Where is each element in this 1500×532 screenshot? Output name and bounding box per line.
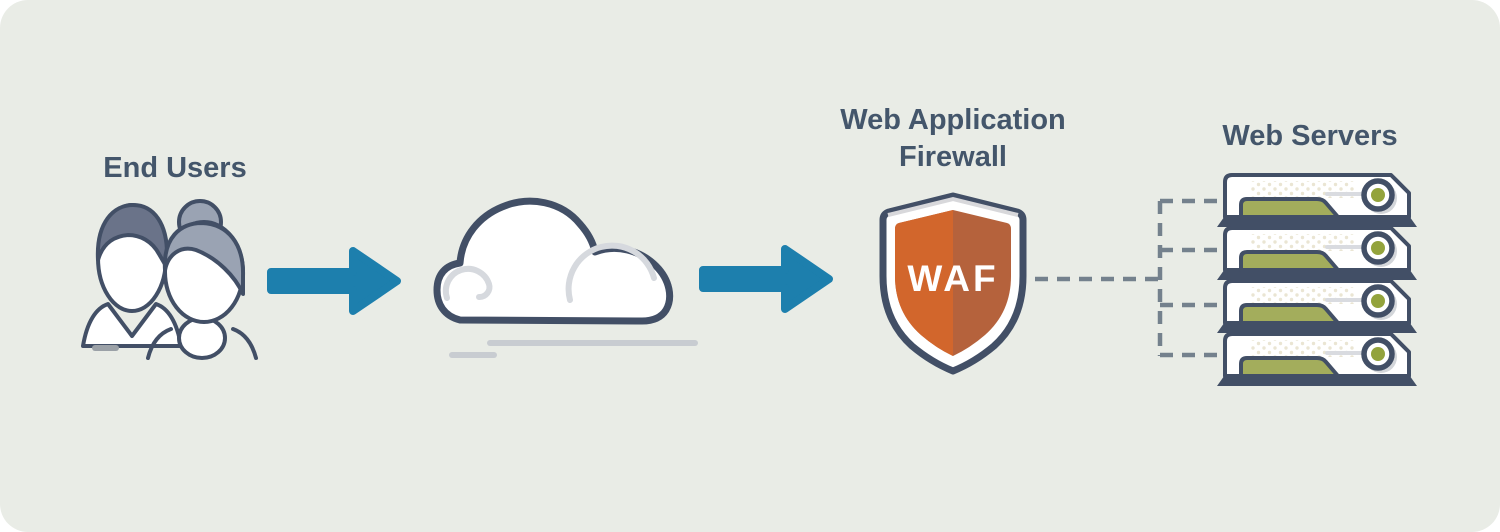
- underline-dash: [92, 345, 119, 351]
- shield-icon: WAF: [879, 192, 1027, 375]
- dashed-lines: [1035, 198, 1220, 358]
- woman-right-shoulder: [231, 327, 258, 360]
- shield-facet-left: [895, 210, 953, 356]
- arrow-shape: [267, 247, 401, 315]
- server-unit: [1217, 175, 1417, 227]
- woman-hair: [162, 221, 246, 296]
- arrow-right-icon: [699, 245, 833, 313]
- waf-title-line2: Firewall: [899, 141, 1007, 173]
- cloud-inner-arc-right: [565, 242, 657, 303]
- server-unit: [1217, 228, 1417, 280]
- woman-left-shoulder: [146, 327, 173, 360]
- arrow-right-icon: [267, 247, 401, 315]
- speed-line: [449, 352, 497, 358]
- dashed-connector: [1035, 198, 1220, 358]
- arrow-shape: [699, 245, 833, 313]
- waf-title: Web Application Firewall: [800, 102, 1106, 176]
- woman-neck: [177, 316, 227, 360]
- server-stack-icon: [1215, 168, 1420, 390]
- server-unit: [1217, 281, 1417, 333]
- cloud-inner-arc-left: [442, 265, 493, 301]
- web-servers-label: Web Servers: [1222, 120, 1398, 152]
- speed-line: [487, 340, 698, 346]
- cloud-icon: [433, 197, 674, 325]
- end-users-label: End Users: [103, 152, 247, 184]
- waf-badge: WAF: [907, 258, 998, 299]
- server-unit: [1217, 334, 1417, 386]
- two-users-icon: [81, 199, 258, 360]
- shield-top-shadow: [887, 196, 1019, 217]
- waf-title-line1: Web Application: [840, 104, 1066, 136]
- cloud-body: [433, 197, 674, 325]
